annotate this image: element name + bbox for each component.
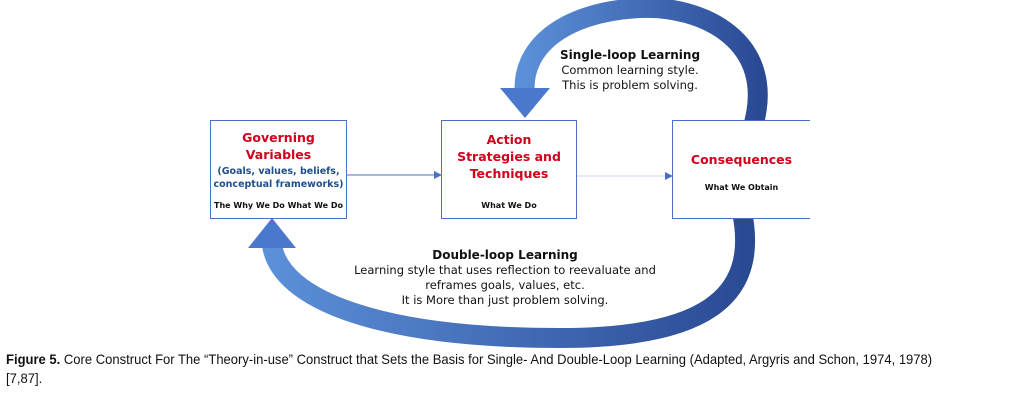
double-loop-line1: Learning style that uses reflection to r… — [354, 263, 656, 277]
action-strategies-box: Action Strategies and Techniques What We… — [441, 120, 577, 219]
single-loop-title: Single-loop Learning — [559, 48, 701, 62]
action-note: What We Do — [481, 201, 537, 210]
caption-label: Figure 5. — [6, 351, 61, 367]
double-loop-label: Double-loop Learning Learning style that… — [330, 248, 680, 308]
governing-title: Governing Variables — [242, 130, 315, 162]
governing-variables-box: Governing Variables (Goals, values, beli… — [210, 120, 347, 219]
double-loop-arrow — [262, 210, 756, 349]
consequences-title: Consequences — [690, 152, 793, 167]
double-loop-line3: It is More than just problem solving. — [401, 293, 609, 307]
single-loop-line1: Common learning style. — [561, 63, 699, 77]
double-loop-line2: reframes goals, values, etc. — [425, 278, 585, 292]
double-loop-arrowhead — [248, 218, 296, 248]
consequences-note: What We Obtain — [704, 183, 779, 192]
caption-text: Core Construct For The “Theory-in-use” C… — [6, 351, 933, 386]
action-title: Action Strategies and Techniques — [457, 132, 561, 181]
double-loop-title: Double-loop Learning — [432, 248, 578, 262]
figure-caption: Figure 5. Core Construct For The “Theory… — [6, 350, 941, 388]
governing-note: The Why We Do What We Do — [214, 201, 343, 210]
single-loop-arrow — [514, 0, 768, 133]
consequences-box: Consequences What We Obtain — [672, 120, 810, 219]
single-loop-arrowhead — [500, 88, 550, 118]
single-loop-label: Single-loop Learning Common learning sty… — [545, 48, 715, 93]
single-loop-line2: This is problem solving. — [562, 78, 698, 92]
governing-subtitle: (Goals, values, beliefs, conceptual fram… — [213, 166, 344, 190]
